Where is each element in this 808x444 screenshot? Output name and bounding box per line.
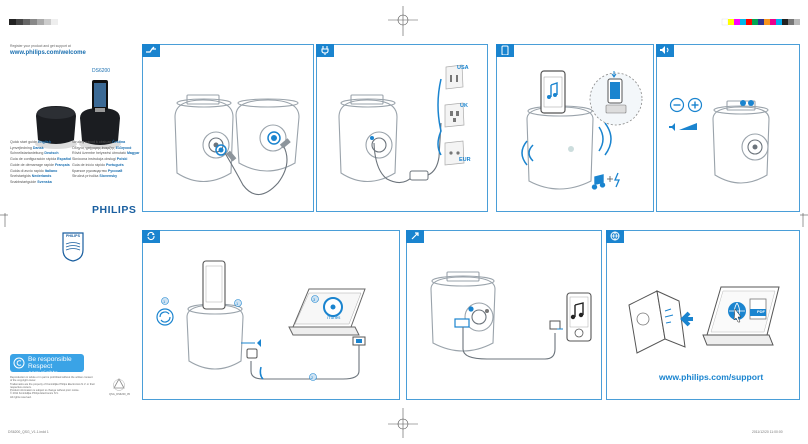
audio-in-illustration [430, 271, 592, 360]
product-photo [35, 80, 121, 149]
lang-item: Snabbstartguide Svenska [10, 179, 52, 184]
panel-badge [656, 44, 674, 57]
globe-icon [610, 231, 620, 241]
plug-icon [321, 46, 329, 55]
lang-item: Краткое руководство Русский [72, 168, 123, 173]
plug-label-uk: UK [460, 103, 468, 109]
lang-item: Rövid üzembe helyezési útmutató Magyar [72, 151, 140, 156]
step-number: 3 [313, 297, 316, 302]
panel-audio-in [406, 230, 602, 400]
support-illustration [628, 286, 780, 354]
sync-illustration [156, 260, 366, 381]
model-number: DS6200 [92, 68, 111, 74]
lang-item: Quick start guide English [10, 140, 51, 144]
print-code: QSG_DS6200_05 [109, 393, 130, 396]
support-url: www.philips.com/support [659, 372, 764, 382]
panel-sync: iTunes 1 1 2 3 [142, 230, 400, 400]
copyright-icon [13, 357, 25, 369]
panel-volume [656, 44, 800, 212]
legal-text: Reproduction in whole or in part is proh… [10, 376, 95, 399]
step-number: 2 [311, 375, 314, 380]
footer-right: 2011/12/20 11:00:00 [752, 430, 783, 434]
power-illustration [338, 64, 465, 184]
lang-item: Guía de configuración rápida Español [10, 157, 72, 162]
plug-label-usa: USA [457, 65, 469, 71]
lang-item: Skrócona instrukcja obsługi Polski [72, 157, 128, 162]
panel-power: USA UK EUR [316, 44, 488, 212]
plug-label-eur: EUR [459, 157, 471, 163]
brand-wordmark: PHILIPS [92, 204, 137, 216]
philips-shield: PHILIPS [62, 232, 84, 262]
footer-left: DS6200_QSG_V1.1.indd 1 [8, 430, 49, 434]
responsible-banner: Be responsible Respect copyrights [10, 354, 84, 377]
panel-badge [142, 44, 160, 57]
speaker-icon [660, 46, 669, 54]
audio-in-icon [411, 232, 419, 240]
pdf-label: PDF [757, 309, 765, 314]
step-number: 1 [163, 299, 166, 304]
step-number: 1 [236, 301, 239, 306]
lang-item: Guida di avvio rapido Italiano [10, 168, 58, 173]
panel-badge [606, 230, 624, 243]
panel-badge [316, 44, 334, 57]
panel-badge [142, 230, 160, 243]
lang-item: Stručný návod k obsluze Čeština [72, 140, 126, 144]
lang-item: Guide de démarrage rapide Français [10, 162, 70, 167]
itunes-label: iTunes [327, 315, 341, 320]
lang-item: Guia de início rápido Português [72, 162, 124, 167]
cover: Register your product and get support at… [8, 42, 140, 402]
panel-support: PDF www.philips.com/support [606, 230, 800, 400]
language-list-right: Stručný návod k obsluze Čeština Οδηγός γ… [72, 140, 140, 180]
shield-icon [62, 232, 84, 262]
register-text: Register your product and get support at [10, 44, 71, 48]
lang-item: Schnellstartanleitung Deutsch [10, 151, 59, 156]
panel-badge [406, 230, 424, 243]
connect-illustration [174, 94, 300, 196]
language-list-left: Quick start guide English Lynvejledning … [10, 140, 71, 186]
panel-badge [496, 44, 514, 57]
connect-icon [146, 46, 156, 53]
recycle-icon [113, 378, 125, 391]
lang-item: Snelstartgids Nederlands [10, 174, 52, 179]
lang-item: Lynvejledning Dansk [10, 145, 44, 150]
volume-illustration [669, 97, 770, 184]
panel-connect-speakers [142, 44, 314, 212]
panel-dock-device [496, 44, 654, 212]
lang-item: Stručná príručka Slovensky [72, 174, 118, 179]
welcome-url: www.philips.com/welcome [10, 50, 86, 56]
dock-illustration [521, 70, 643, 190]
lang-item: Οδηγός γρήγορης έναρξης Ελληνικά [72, 145, 132, 150]
sync-icon [147, 231, 155, 241]
